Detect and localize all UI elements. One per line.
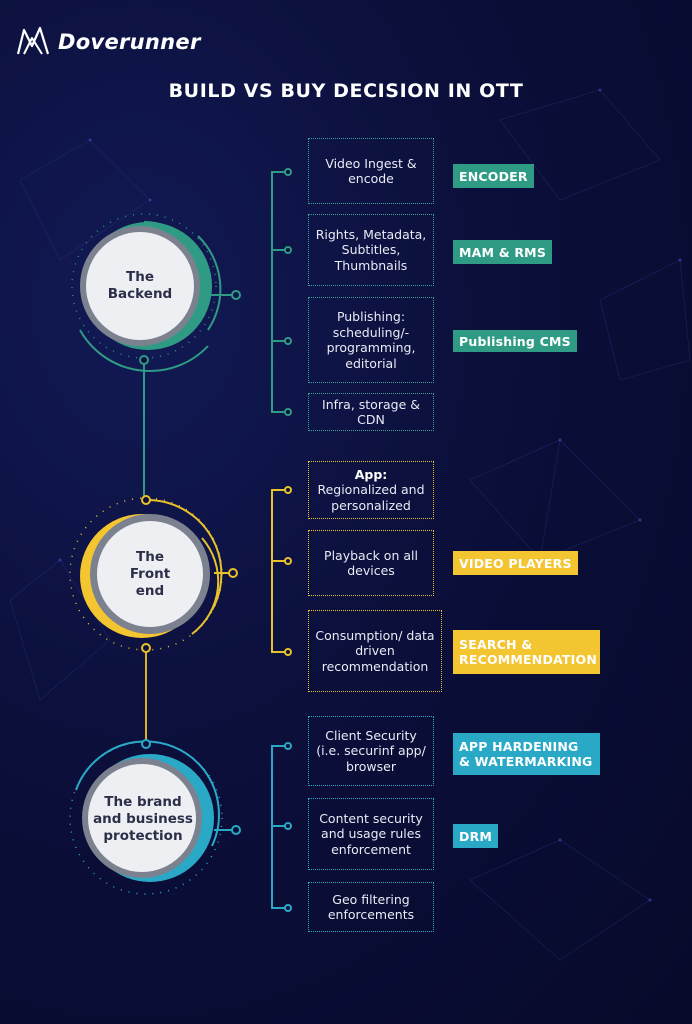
tag-publishing-cms: Publishing CMS [453,330,577,352]
tag-video-players: VIDEO PLAYERS [453,551,578,575]
brand-protection-item-box: Content security and usage rules enforce… [308,798,434,870]
brand-protection-rings [69,739,241,895]
backend-item-box: Rights, Metadata, Subtitles, Thumbnails [308,214,434,286]
backend-item-box: Infra, storage & CDN [308,393,434,431]
brand-logo[interactable]: Doverunner [14,24,201,60]
frontend-item-box: App: Regionalized and personalized [308,461,434,519]
tag-drm: DRM [453,824,499,848]
brand-protection-item-box: Geo filtering enforcements [308,882,434,932]
brand-name: Doverunner [58,30,201,54]
backend-rings [71,213,241,373]
tag-mam-rms: MAM & RMS [453,240,553,264]
page-title: BUILD VS BUY DECISION IN OTT [168,80,524,102]
doverunner-logo-icon [16,26,50,55]
backend-item-box: Publishing: scheduling/- programming, ed… [308,297,434,383]
tag-encoder: ENCODER [453,164,534,188]
backend-item-box: Video Ingest & encode [308,138,434,204]
brand-protection-item-box: Client Security (i.e. securinf app/ brow… [308,716,434,786]
frontend-rings [69,495,238,653]
frontend-item-box: Consumption/ data driven recommendation [308,610,442,692]
frontend-item-box: Playback on all devices [308,530,434,596]
tag-search-recommendation: SEARCH & RECOMMENDATION [453,630,600,674]
tag-app-hardening-watermarking: APP HARDENING & WATERMARKING [453,733,600,775]
